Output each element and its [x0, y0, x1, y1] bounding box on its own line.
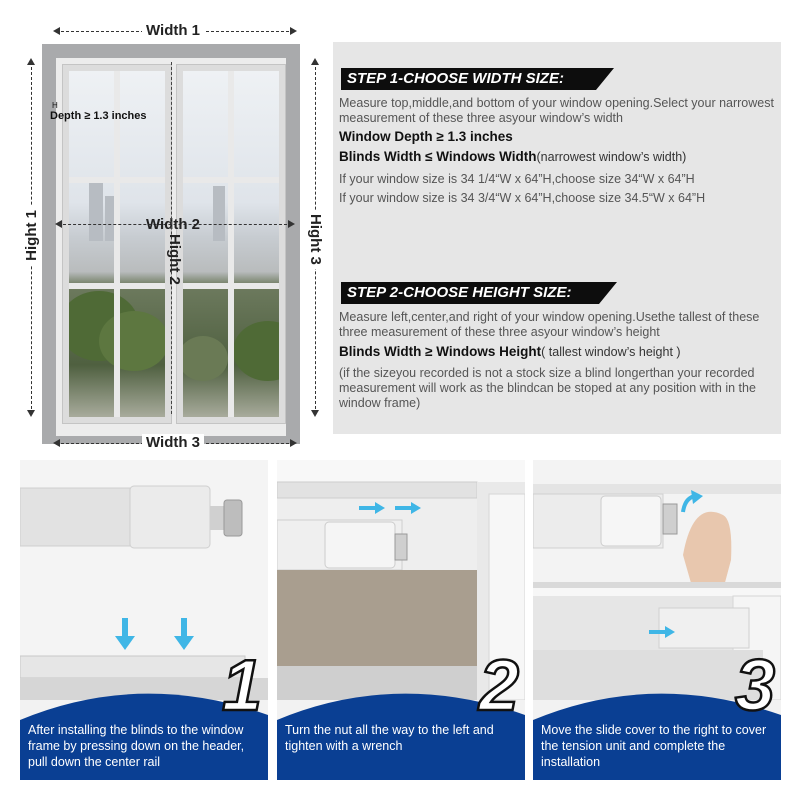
depth-label: Depth ≥ 1.3 inches	[50, 110, 147, 122]
window-measurement-diagram: Width 1	[20, 18, 324, 458]
left-sash	[62, 64, 172, 424]
step1-photo	[20, 460, 268, 700]
tree	[99, 311, 165, 371]
width1-arrow-right	[290, 27, 297, 35]
hight3-arrow-up	[311, 58, 319, 65]
step1-blue-band	[20, 693, 268, 780]
step2-blue-band	[277, 693, 525, 780]
install-step-2: 2 Turn the nut all the way to the left a…	[277, 460, 525, 780]
step1-example-2: If your window size is 34 3/4“W x 64”H,c…	[339, 191, 706, 205]
building	[105, 196, 115, 241]
width2-label: Width 2	[146, 216, 201, 233]
hight1-arrow-down	[27, 410, 35, 417]
width2-arrow-right	[288, 220, 295, 228]
step3-photo	[533, 460, 781, 700]
tree	[233, 321, 279, 381]
step1-banner: STEP 1-CHOOSE WIDTH SIZE:	[341, 68, 614, 90]
width2-line	[58, 224, 292, 225]
step1-number: 1	[221, 646, 264, 726]
building	[213, 186, 225, 241]
step1-rule-bold: Blinds Width ≤ Windows Width	[339, 149, 537, 164]
left-glass	[69, 71, 165, 417]
right-glass	[183, 71, 279, 417]
right-sash	[176, 64, 286, 424]
mullion	[183, 177, 279, 183]
step2-note: (if the sizeyou recorded is not a stock …	[339, 366, 756, 410]
hight1-label: Hight 1	[23, 206, 40, 265]
step1-rule: Blinds Width ≤ Windows Width(narrowest w…	[339, 149, 686, 164]
depth-marker: H	[52, 101, 58, 110]
step2-photo	[277, 460, 525, 700]
hight2-line	[171, 62, 172, 414]
hight2-label: Hight 2	[166, 234, 183, 285]
step3-blue-band	[533, 693, 781, 780]
hight1-arrow-up	[27, 58, 35, 65]
step1-example-1: If your window size is 34 1/4“W x 64”H,c…	[339, 172, 695, 186]
width2-arrow-left	[55, 220, 62, 228]
mullion	[69, 283, 165, 289]
mullion	[69, 177, 165, 183]
step2-rule-paren: ( tallest window’s height )	[541, 345, 681, 359]
step2-number: 2	[478, 646, 521, 726]
step2-description: Measure left,center,and right of your wi…	[339, 310, 760, 339]
instruction-panel: STEP 1-CHOOSE WIDTH SIZE: Measure top,mi…	[333, 42, 781, 434]
mullion	[228, 71, 235, 417]
mullion	[114, 71, 121, 417]
step1-caption: After installing the blinds to the windo…	[28, 723, 245, 769]
step1-rule-paren: (narrowest window’s width)	[536, 150, 687, 164]
step3-caption: Move the slide cover to the right to cov…	[541, 723, 767, 769]
mullion	[183, 283, 279, 289]
step2-banner: STEP 2-CHOOSE HEIGHT SIZE:	[341, 282, 617, 304]
step2-rule-bold: Blinds Width ≥ Windows Height	[339, 344, 542, 359]
install-step-3: 3 Move the slide cover to the right to c…	[533, 460, 781, 780]
step3-number: 3	[734, 646, 777, 726]
width1-label: Width 1	[142, 22, 205, 39]
width3-label: Width 3	[142, 434, 205, 451]
step2-rule: Blinds Width ≥ Windows Height( tallest w…	[339, 344, 681, 359]
hight3-label: Hight 3	[307, 210, 324, 269]
width1-arrow-left	[53, 27, 60, 35]
step1-description: Measure top,middle,and bottom of your wi…	[339, 96, 774, 125]
step1-depth: Window Depth ≥ 1.3 inches	[339, 129, 513, 144]
install-step-1: 1 After installing the blinds to the win…	[20, 460, 268, 780]
width3-arrow-right	[290, 439, 297, 447]
step2-caption: Turn the nut all the way to the left and…	[285, 723, 494, 753]
building	[89, 181, 103, 241]
tree	[183, 336, 228, 381]
hight3-arrow-down	[311, 410, 319, 417]
width3-arrow-left	[53, 439, 60, 447]
